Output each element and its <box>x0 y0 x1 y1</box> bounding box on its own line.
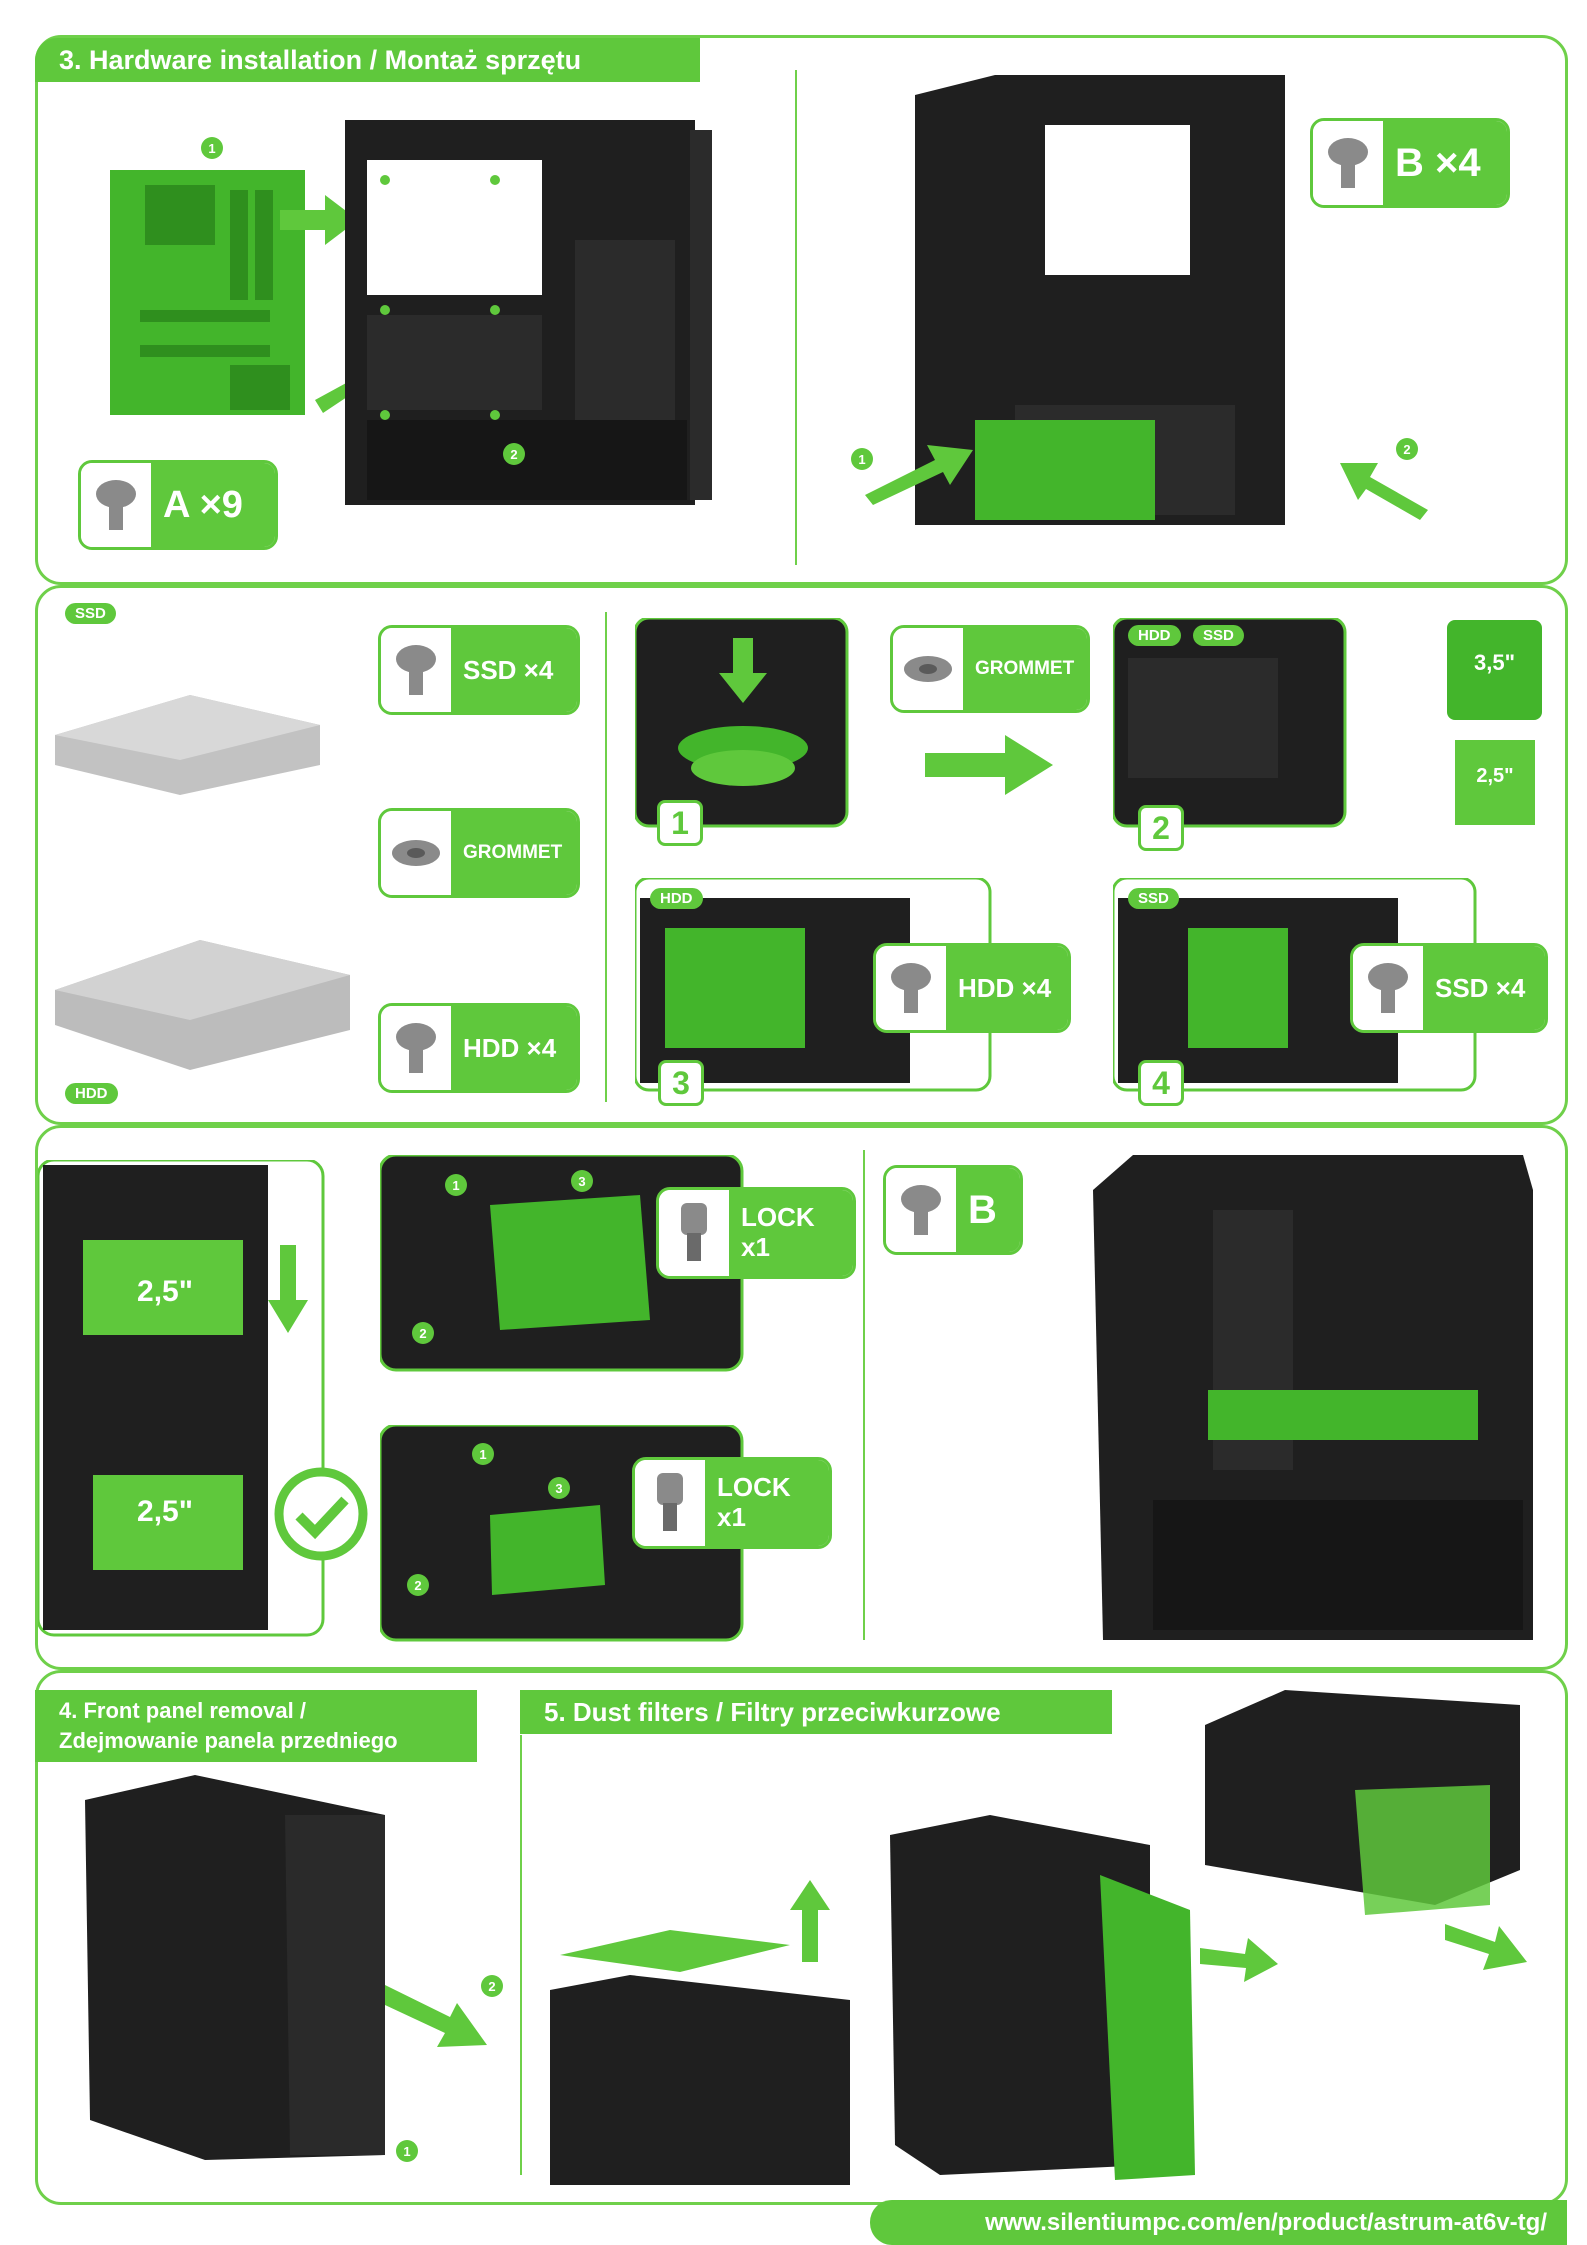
arrow-up-right-icon <box>865 445 973 505</box>
marker-1: 1 <box>472 1443 494 1465</box>
marker-2: 2 <box>503 443 525 465</box>
hdd-screws-label: HDD ×4 <box>946 946 1068 1030</box>
grommet-label: GROMMET <box>451 811 577 895</box>
drive-25-label: 2,5" <box>1476 765 1514 787</box>
hdd-drive-illustration <box>55 940 350 1070</box>
screw-icon <box>1313 121 1383 205</box>
step-1-illustration <box>635 618 849 828</box>
back-plate-illustration <box>38 1160 325 1637</box>
marker-1: 1 <box>851 448 873 470</box>
grommet-card: GROMMET <box>890 625 1090 713</box>
grommet-card: GROMMET <box>378 808 580 898</box>
hdd-tag: HDD <box>650 888 703 909</box>
ssd-screws-label: SSD ×4 <box>451 628 577 712</box>
checkmark-icon <box>274 1467 368 1561</box>
hardware-installation-panel <box>35 35 1568 585</box>
screw-a-label: A ×9 <box>151 463 275 547</box>
hdd-tag: HDD <box>1128 625 1181 646</box>
bottom-filter-illustration <box>1205 1690 1520 1915</box>
arrow-right-icon <box>280 195 358 245</box>
drive-35-badge <box>1447 620 1542 720</box>
top-filter-illustration <box>550 1930 850 2185</box>
marker-2: 2 <box>412 1322 434 1344</box>
lock-label: LOCK x1 <box>705 1460 829 1546</box>
step-2-illustration <box>1113 618 1347 828</box>
section-4-title: 4. Front panel removal / Zdejmowanie pan… <box>35 1690 477 1762</box>
screw-icon <box>886 1168 956 1252</box>
ssd-tag: SSD <box>65 603 116 624</box>
ssd-drive-illustration <box>55 695 320 795</box>
arrow-up-icon <box>790 1880 830 1962</box>
lock-card: LOCK x1 <box>656 1187 856 1279</box>
drive-installation-panel <box>35 585 1568 1125</box>
step-3-illustration <box>635 878 992 1092</box>
marker-3: 3 <box>571 1170 593 1192</box>
case-psu-illustration <box>915 75 1285 525</box>
case-side-illustration <box>345 120 712 505</box>
lock-screw-icon <box>635 1460 705 1546</box>
divider <box>795 70 797 565</box>
grommet-icon <box>893 628 963 710</box>
arrow-down-right-icon <box>385 1985 487 2047</box>
marker-2: 2 <box>1396 438 1418 460</box>
divider <box>863 1150 865 1640</box>
screw-b-card: B <box>883 1165 1023 1255</box>
hdd-tag: HDD <box>65 1083 118 1104</box>
front-panel-removal-panel <box>35 1670 1568 2205</box>
hdd-screws-label: HDD ×4 <box>451 1006 577 1090</box>
ssd-screws-card: SSD ×4 <box>1350 943 1548 1033</box>
divider <box>605 612 607 1102</box>
step-3-number: 3 <box>658 1060 704 1106</box>
step-4-number: 4 <box>1138 1060 1184 1106</box>
product-url-link[interactable]: www.silentiumpc.com/en/product/astrum-at… <box>870 2200 1567 2245</box>
case-gpu-illustration <box>1093 1155 1533 1640</box>
lock-label: LOCK x1 <box>729 1190 853 1276</box>
marker-1: 1 <box>396 2140 418 2162</box>
drive-25-label: 2,5" <box>137 1275 193 1308</box>
grommet-label: GROMMET <box>963 628 1087 710</box>
lock-screw-icon <box>659 1190 729 1276</box>
arrow-down-icon <box>268 1245 308 1333</box>
ssd-screws-card: SSD ×4 <box>378 625 580 715</box>
screw-b-label: B ×4 <box>1383 121 1507 205</box>
marker-1: 1 <box>201 137 223 159</box>
screw-icon <box>876 946 946 1030</box>
step-2-number: 2 <box>1138 805 1184 851</box>
mounting-panel <box>35 1125 1568 1670</box>
front-panel-illustration <box>85 1775 385 2160</box>
screw-icon <box>381 1006 451 1090</box>
hdd-screws-card: HDD ×4 <box>378 1003 580 1093</box>
drive-lock-illustration-1 <box>380 1155 744 1372</box>
marker-3: 3 <box>548 1477 570 1499</box>
arrow-up-left-icon <box>1340 463 1428 520</box>
motherboard-illustration <box>110 170 305 415</box>
marker-2: 2 <box>481 1975 503 1997</box>
arrow-right-icon <box>1200 1938 1278 1982</box>
front-filter-illustration <box>890 1815 1195 2180</box>
ssd-tag: SSD <box>1193 625 1244 646</box>
grommet-icon <box>381 811 451 895</box>
arrow-right-icon <box>925 735 1053 795</box>
ssd-screws-label: SSD ×4 <box>1423 946 1545 1030</box>
ssd-tag: SSD <box>1128 888 1179 909</box>
screw-a-card: A ×9 <box>78 460 278 550</box>
divider <box>520 1735 522 2175</box>
lock-card: LOCK x1 <box>632 1457 832 1549</box>
arrow-down-right-icon <box>1445 1924 1527 1970</box>
screw-icon <box>1353 946 1423 1030</box>
drive-25-label: 2,5" <box>137 1495 193 1528</box>
screw-b-card: B ×4 <box>1310 118 1510 208</box>
screw-b-label: B <box>956 1168 1020 1252</box>
section-5-title: 5. Dust filters / Filtry przeciwkurzowe <box>520 1690 1112 1734</box>
marker-1: 1 <box>445 1174 467 1196</box>
screw-icon <box>381 628 451 712</box>
drive-25-badge <box>1455 740 1535 825</box>
screw-icon <box>81 463 151 547</box>
step-4-illustration <box>1113 878 1477 1092</box>
hdd-screws-card: HDD ×4 <box>873 943 1071 1033</box>
step-1-number: 1 <box>657 800 703 846</box>
drive-35-label: 3,5" <box>1473 650 1515 675</box>
section-3-title: 3. Hardware installation / Montaż sprzęt… <box>35 38 700 82</box>
marker-2: 2 <box>407 1574 429 1596</box>
